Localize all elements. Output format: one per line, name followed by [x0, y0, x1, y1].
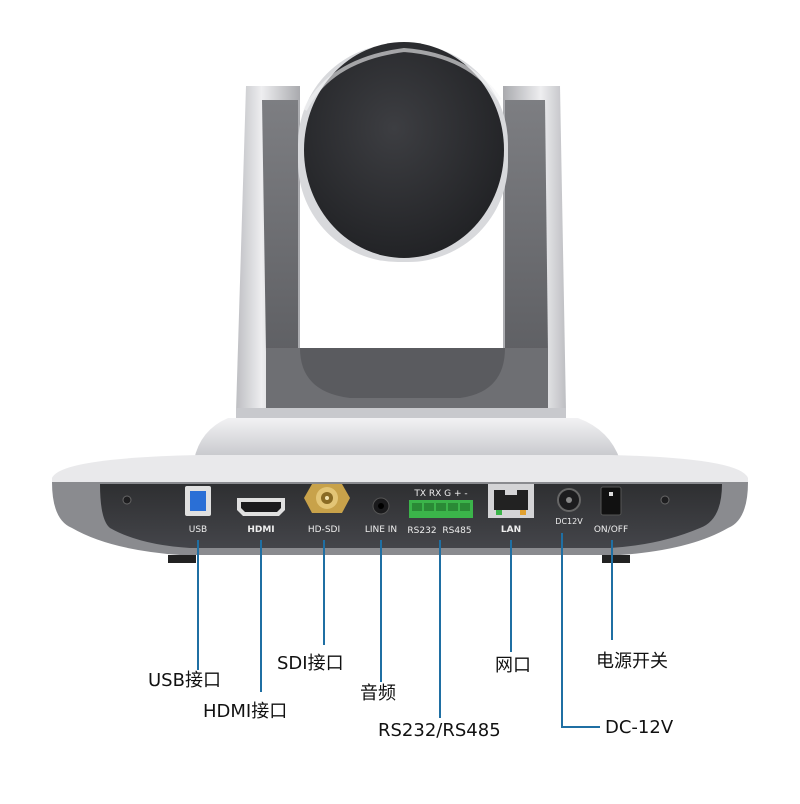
callout-sdi: SDI接口: [277, 653, 344, 674]
terminal-top-label: TX RX G + -: [413, 489, 467, 499]
rs232-panel-label: RS232: [407, 526, 436, 536]
callout-dc: DC-12V: [605, 717, 674, 738]
camera-lens-head: [298, 42, 508, 262]
hdmi-port: HDMI: [237, 498, 285, 535]
callout-serial: RS232/RS485: [378, 720, 501, 741]
rs485-panel-label: RS485: [442, 526, 471, 536]
leader-line-dc: [561, 533, 600, 728]
usb-port: USB: [185, 486, 211, 535]
foot: [168, 555, 196, 563]
power-switch: ON/OFF: [594, 486, 628, 535]
foot: [602, 555, 630, 563]
onoff-panel-label: ON/OFF: [594, 525, 628, 535]
lan-panel-label: LAN: [501, 525, 521, 535]
screw-icon: [122, 495, 132, 505]
leader-lines: [197, 533, 613, 728]
lan-port: LAN: [488, 484, 534, 535]
camera-yoke: [236, 86, 566, 418]
line-in-jack: LINE IN: [365, 497, 397, 535]
dc-power-jack: DC12V: [555, 488, 583, 526]
callout-usb: USB接口: [148, 670, 221, 691]
hd-sdi-bnc-port: HD-SDI: [304, 484, 350, 535]
line-in-panel-label: LINE IN: [365, 525, 397, 535]
callout-hdmi: HDMI接口: [203, 701, 288, 722]
hdsdi-panel-label: HD-SDI: [308, 525, 340, 535]
serial-terminal-block: TX RX G + - RS232 RS485: [407, 489, 473, 536]
callout-power: 电源开关: [596, 651, 668, 672]
callout-network: 网口: [495, 655, 531, 676]
usb-panel-label: USB: [189, 525, 207, 535]
callout-audio: 音频: [360, 683, 396, 704]
hdmi-panel-label: HDMI: [247, 525, 274, 535]
dc12v-panel-label: DC12V: [555, 517, 583, 526]
screw-icon: [660, 495, 670, 505]
